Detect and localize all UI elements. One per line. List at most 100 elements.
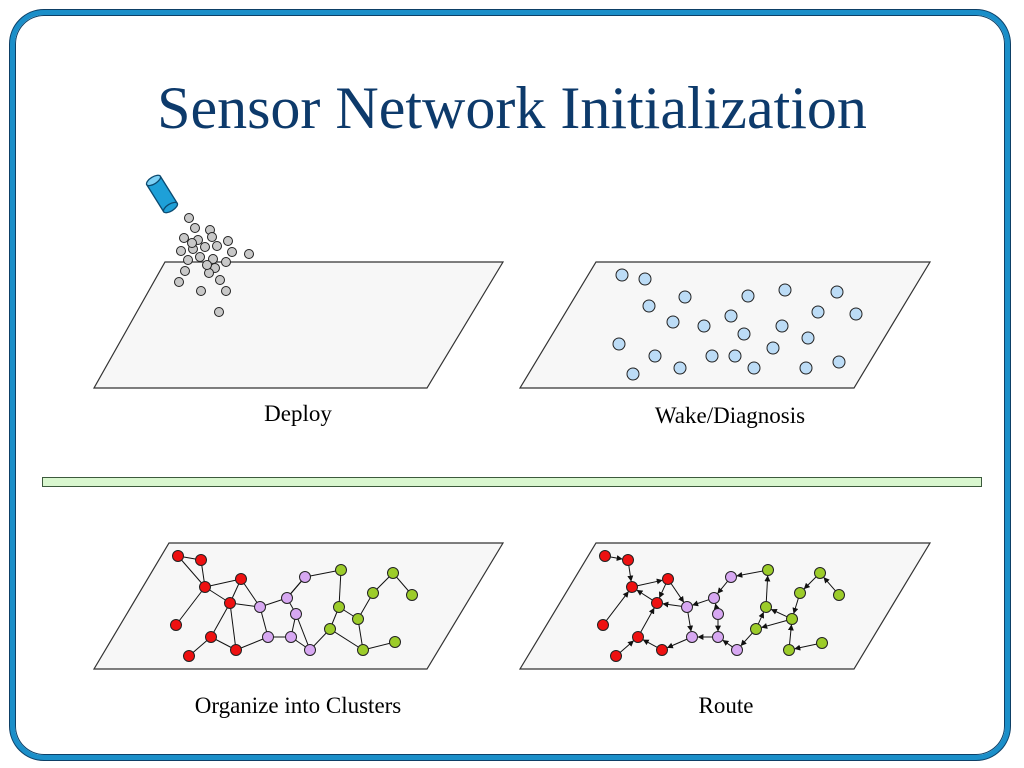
panel-deploy: [92, 174, 505, 389]
sensor-node: [179, 233, 189, 243]
sensor-node: [187, 238, 197, 248]
route-link: [605, 591, 629, 622]
deploy-plane: [92, 261, 505, 389]
sensor-node: [673, 361, 687, 375]
sensor-node: [612, 337, 626, 351]
sensor-node: [180, 266, 190, 276]
sensor-node: [666, 315, 680, 329]
sensor-node: [737, 327, 751, 341]
cluster-node: [324, 623, 336, 635]
route-link: [670, 582, 685, 603]
sensor-node: [705, 349, 719, 363]
sensor-node: [214, 307, 224, 317]
cluster-link: [338, 569, 342, 608]
sensor-node: [183, 255, 193, 265]
route-node: [816, 637, 828, 649]
sensor-node: [227, 247, 237, 257]
sensor-node: [648, 349, 662, 363]
route-link: [740, 632, 754, 646]
cluster-node: [224, 597, 236, 609]
cluster-node: [170, 619, 182, 631]
route-link: [764, 575, 771, 603]
sensor-node: [778, 283, 792, 297]
route-node: [814, 567, 826, 579]
caption-clusters: Organize into Clusters: [194, 693, 402, 718]
cluster-link: [295, 613, 311, 651]
sensor-node: [221, 257, 231, 267]
route-link: [803, 576, 817, 590]
sensor-node: [207, 232, 217, 242]
route-node: [610, 650, 622, 662]
cluster-node: [304, 644, 316, 656]
sensor-node: [202, 260, 212, 270]
sensor-node: [638, 272, 652, 286]
cluster-node: [406, 589, 418, 601]
route-node: [833, 589, 845, 601]
wake-plane: [518, 261, 932, 389]
route-link: [627, 564, 634, 582]
route-node: [725, 571, 737, 583]
sensor-node: [195, 252, 205, 262]
sensor-node: [775, 319, 789, 333]
route-node: [783, 644, 795, 656]
sensor-node: [212, 241, 222, 251]
sensor-node: [200, 242, 210, 252]
route-link: [787, 624, 794, 646]
route-node: [794, 587, 806, 599]
route-link: [642, 639, 658, 649]
route-nodes: [597, 550, 845, 662]
sensor-node: [766, 341, 780, 355]
sensor-node: [811, 305, 825, 319]
caption-route: Route: [698, 693, 754, 718]
sensor-node: [830, 285, 844, 299]
route-node: [632, 631, 644, 643]
section-divider: [42, 477, 982, 487]
cluster-link: [204, 578, 242, 588]
route-node: [712, 631, 724, 643]
sensor-node: [801, 331, 815, 345]
route-link: [757, 611, 765, 625]
sensor-node: [244, 249, 254, 259]
deploy-nodes: [174, 213, 254, 317]
sensor-node: [642, 299, 656, 313]
sensor-node: [849, 307, 863, 321]
route-node: [762, 564, 774, 576]
route-link: [687, 611, 694, 632]
sensor-node: [741, 289, 755, 303]
sensor-node: [615, 268, 629, 282]
cluster-link: [329, 628, 364, 651]
cluster-node: [389, 636, 401, 648]
route-node: [681, 601, 693, 613]
sensor-node: [697, 319, 711, 333]
route-node: [760, 601, 772, 613]
route-node: [626, 581, 638, 593]
route-link: [794, 643, 818, 651]
route-link: [823, 577, 837, 592]
sensor-node: [174, 277, 184, 287]
route-link: [792, 597, 800, 614]
sensor-node: [190, 223, 200, 233]
cluster-link: [304, 569, 342, 578]
cluster-node: [367, 587, 379, 599]
sensor-node: [196, 286, 206, 296]
route-node: [597, 619, 609, 631]
route-edges: [605, 555, 837, 654]
sensor-node: [724, 309, 738, 323]
caption-deploy: Deploy: [264, 401, 332, 426]
cluster-node: [199, 581, 211, 593]
route-link: [736, 570, 764, 578]
cluster-node: [333, 601, 345, 613]
sensor-node: [678, 290, 692, 304]
panel-clusters: [92, 542, 505, 670]
route-link: [662, 601, 683, 608]
cluster-node: [299, 571, 311, 583]
cluster-node: [387, 567, 399, 579]
route-link: [619, 640, 634, 654]
route-node: [786, 613, 798, 625]
sensor-node: [223, 236, 233, 246]
caption-wake: Wake/Diagnosis: [654, 403, 806, 428]
cluster-node: [195, 554, 207, 566]
sensor-node: [215, 275, 225, 285]
route-link: [717, 580, 729, 594]
route-node: [651, 597, 663, 609]
